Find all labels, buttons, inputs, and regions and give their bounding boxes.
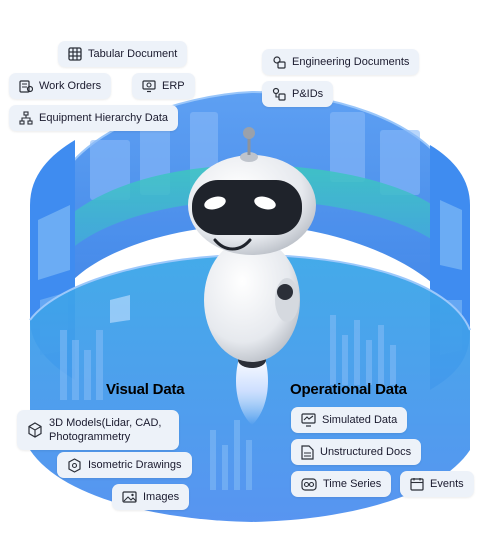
image-icon <box>122 491 137 503</box>
chip-label: Work Orders <box>39 80 102 92</box>
chip-label: Images <box>143 491 180 503</box>
chip-label: Isometric Drawings <box>88 459 182 471</box>
section-title-visual: Visual Data <box>106 381 185 398</box>
erp-icon <box>142 80 156 93</box>
hierarchy-icon <box>19 111 33 125</box>
chip-label: Tabular Document <box>88 48 178 60</box>
engineering-icon <box>273 56 286 69</box>
chip-isometric-drawings: Isometric Drawings <box>57 452 192 478</box>
chip-label: Engineering Documents <box>292 56 410 68</box>
chip-work-orders: Work Orders <box>9 73 112 99</box>
calendar-icon <box>410 478 424 491</box>
chip-time-series: Time Series <box>291 471 392 497</box>
chip-events: Events <box>400 471 474 497</box>
simulated-icon <box>301 413 316 427</box>
chip-label: Time Series <box>323 478 382 490</box>
pid-icon <box>272 87 286 101</box>
chip-label: Equipment Hierarchy Data <box>39 112 169 124</box>
chip-label: P&IDs <box>292 88 324 100</box>
chip-equipment-hierarchy: Equipment Hierarchy Data <box>9 105 179 131</box>
robot-mascot <box>188 127 316 425</box>
isometric-icon <box>68 457 81 473</box>
chip-erp: ERP <box>132 73 195 99</box>
chip-unstructured-docs: Unstructured Docs <box>291 439 422 465</box>
chip-engineering-documents: Engineering Documents <box>262 49 420 75</box>
cube-3d-icon <box>28 422 42 438</box>
chip-label: Events <box>430 478 464 490</box>
chip-label: ERP <box>162 80 185 92</box>
table-icon <box>68 47 82 61</box>
chip-label: 3D Models(Lidar, CAD, Photogrammetry <box>49 417 162 443</box>
work-order-icon <box>19 80 33 93</box>
chip-pids: P&IDs <box>262 81 334 107</box>
chip-label: Simulated Data <box>322 414 398 426</box>
chip-images: Images <box>112 484 190 510</box>
time-series-icon <box>301 477 317 491</box>
section-title-operational: Operational Data <box>290 381 407 398</box>
document-icon <box>301 444 314 460</box>
chip-label: Unstructured Docs <box>320 446 412 458</box>
chip-3d-models: 3D Models(Lidar, CAD, Photogrammetry <box>17 410 179 450</box>
chip-tabular-document: Tabular Document <box>58 41 188 67</box>
chip-simulated-data: Simulated Data <box>291 407 408 433</box>
